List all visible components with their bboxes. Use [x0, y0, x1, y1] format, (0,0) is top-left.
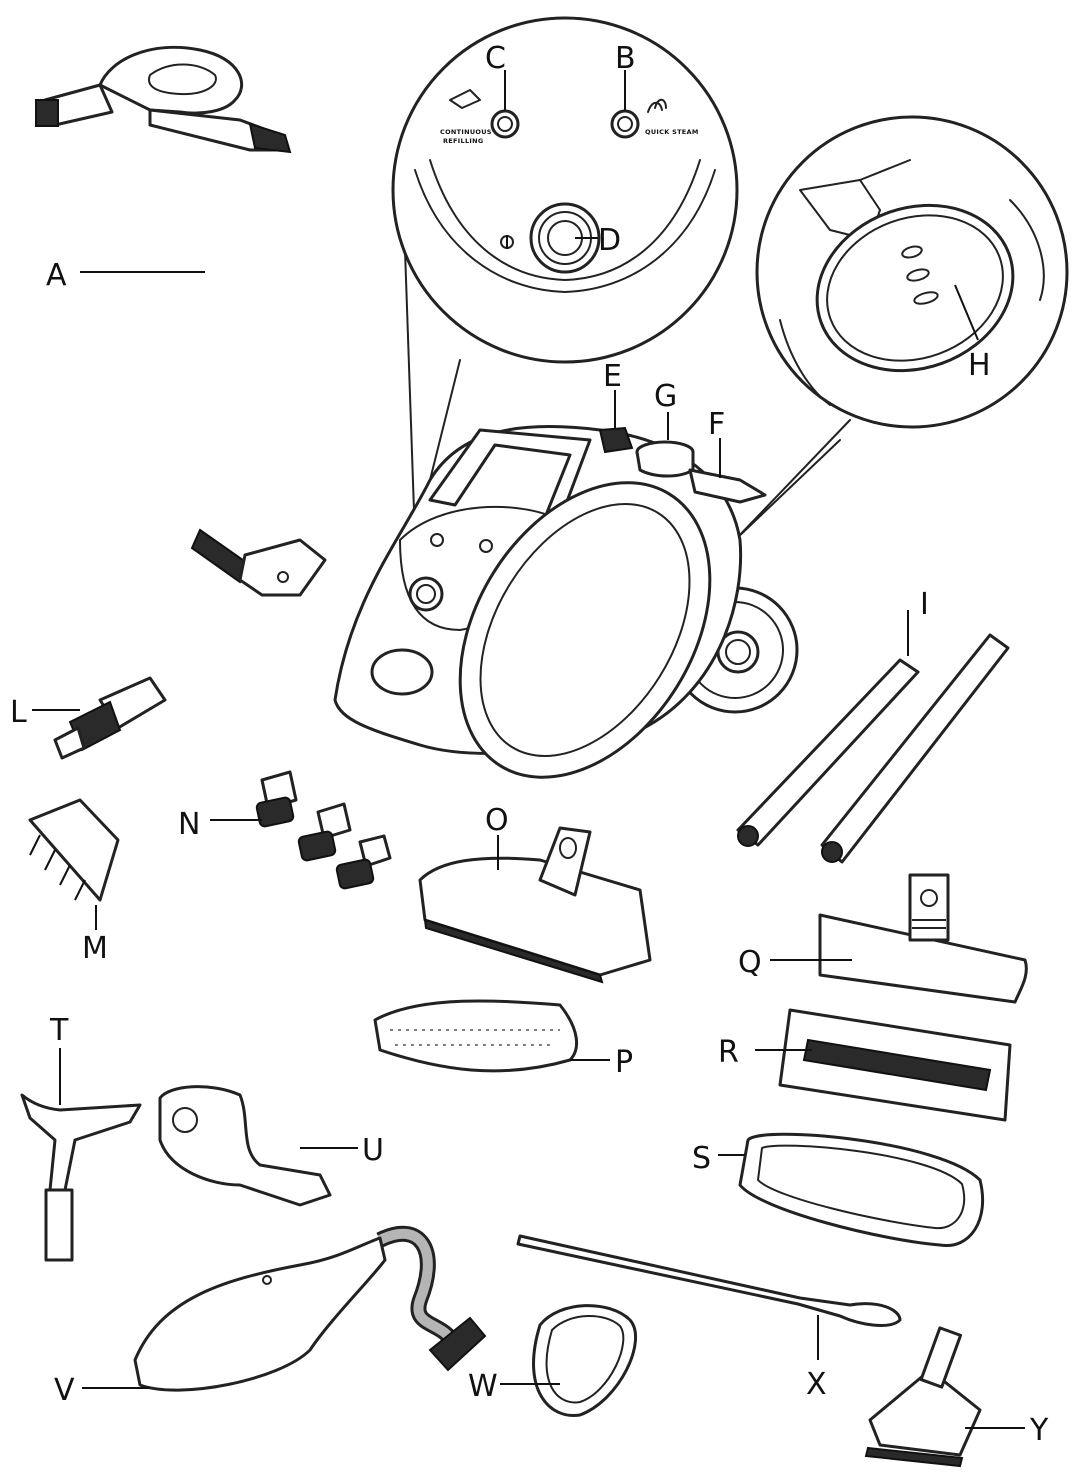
pad-holder: R — [718, 1008, 1012, 1122]
extension-tubes: I — [736, 587, 1010, 864]
continuous-refilling-text-1: CONTINUOUS — [440, 128, 492, 136]
quick-steam-text: QUICK STEAM — [645, 128, 699, 136]
callout-label: F — [708, 407, 725, 442]
callout-label: O — [485, 803, 509, 838]
callout-label: U — [362, 1133, 384, 1168]
small-brushes: N — [178, 770, 392, 890]
callout-label: Y — [1029, 1413, 1049, 1448]
concentrator-nozzle: U — [158, 1085, 384, 1207]
steam-iron: V — [54, 1225, 487, 1408]
steamer-body: E G F — [333, 359, 799, 779]
callout-label: E — [603, 359, 622, 394]
callout-label: B — [615, 41, 636, 76]
continuous-refilling-text-2: REFILLING — [443, 137, 483, 145]
triangular-brush: Y — [864, 1326, 1049, 1468]
control-panel-detail: C CONTINUOUS REFILLING B QUICK STEAM D — [391, 16, 739, 541]
comb-brush: M — [28, 798, 120, 966]
floor-head: O — [418, 803, 652, 984]
callout-label: D — [598, 223, 621, 258]
callout-label: C — [485, 41, 506, 76]
callout-label: L — [10, 695, 27, 730]
callout-label: V — [54, 1373, 75, 1408]
callout-label: R — [718, 1035, 739, 1070]
long-probe: X — [516, 1234, 902, 1402]
callout-label: W — [468, 1369, 498, 1404]
callout-label: X — [806, 1367, 827, 1402]
iron-cover: W — [468, 1304, 637, 1418]
callout-label: Q — [738, 945, 762, 980]
callout-label: G — [654, 379, 677, 414]
callout-label: S — [692, 1141, 711, 1176]
pad-frame: S — [692, 1132, 985, 1248]
window-tool: T — [20, 1013, 142, 1262]
cleaning-cloth: P — [373, 999, 633, 1080]
nozzle-adapter: L — [10, 676, 167, 760]
callout-label: I — [920, 587, 929, 622]
callout-label: M — [82, 931, 108, 966]
callout-label: A — [46, 258, 67, 293]
callout-label: H — [968, 348, 991, 383]
squeegee-head: Q — [738, 873, 1028, 1004]
cap-detail: H — [734, 115, 1069, 541]
callout-label: P — [615, 1045, 633, 1080]
steam-hose-part: A — [35, 45, 368, 597]
callout-label: T — [49, 1013, 69, 1048]
callout-label: N — [178, 807, 200, 842]
